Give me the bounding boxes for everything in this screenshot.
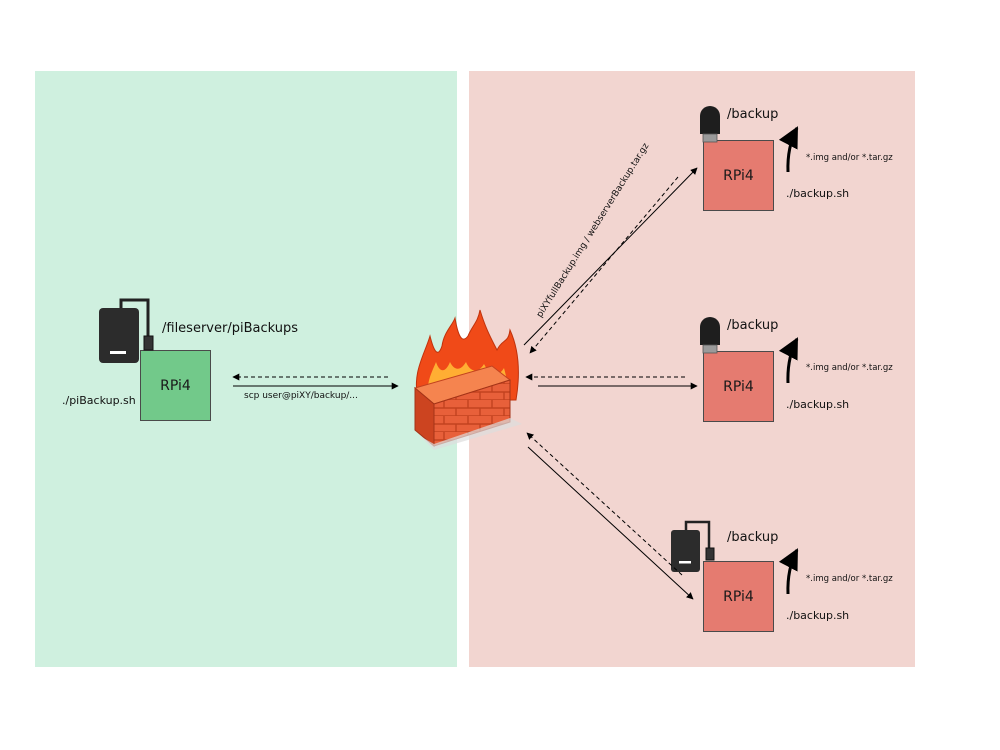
firewall-icon [413,309,522,450]
external-drive-icon [671,520,715,572]
remote-1-backup-script: ./backup.sh [786,187,850,200]
node1-request-arrow [523,167,698,346]
local-network-zone [35,71,457,667]
remote-3-backup-script: ./backup.sh [786,609,850,622]
remote-1-file-types: *.img and/or *.tar.gz [806,153,893,163]
remote-rpi4-2-label: RPi4 [723,378,754,395]
remote-rpi4-1: RPi4 [703,140,774,211]
node3-request-arrow [527,446,694,600]
usb-stick-icon [700,106,720,143]
local-backup-script: ./piBackup.sh [62,394,136,407]
upload-arrow-1 [778,126,799,173]
remote-rpi4-2: RPi4 [703,351,774,422]
local-rpi4-label: RPi4 [160,377,191,394]
remote-rpi4-3-label: RPi4 [723,588,754,605]
external-drive-icon [99,298,154,363]
node3-data-arrow [526,432,683,576]
remote-rpi4-3: RPi4 [703,561,774,632]
local-rpi4: RPi4 [140,350,211,421]
local-backup-path: /fileserver/piBackups [162,321,298,336]
remote-3-backup-path: /backup [727,530,779,545]
node1-data-arrow [529,176,679,354]
scp-command-label: scp user@piXY/backup/... [244,391,358,401]
remote-3-file-types: *.img and/or *.tar.gz [806,574,893,584]
remote-2-backup-script: ./backup.sh [786,398,850,411]
remote-2-file-types: *.img and/or *.tar.gz [806,363,893,373]
upload-arrow-2 [778,337,799,384]
usb-stick-icon [700,317,720,354]
upload-arrow-3 [778,548,799,595]
transfer-file-label: piXYfullBackup.img / webserverBackup.tar… [535,141,651,319]
remote-1-backup-path: /backup [727,107,779,122]
remote-2-backup-path: /backup [727,318,779,333]
remote-rpi4-1-label: RPi4 [723,167,754,184]
